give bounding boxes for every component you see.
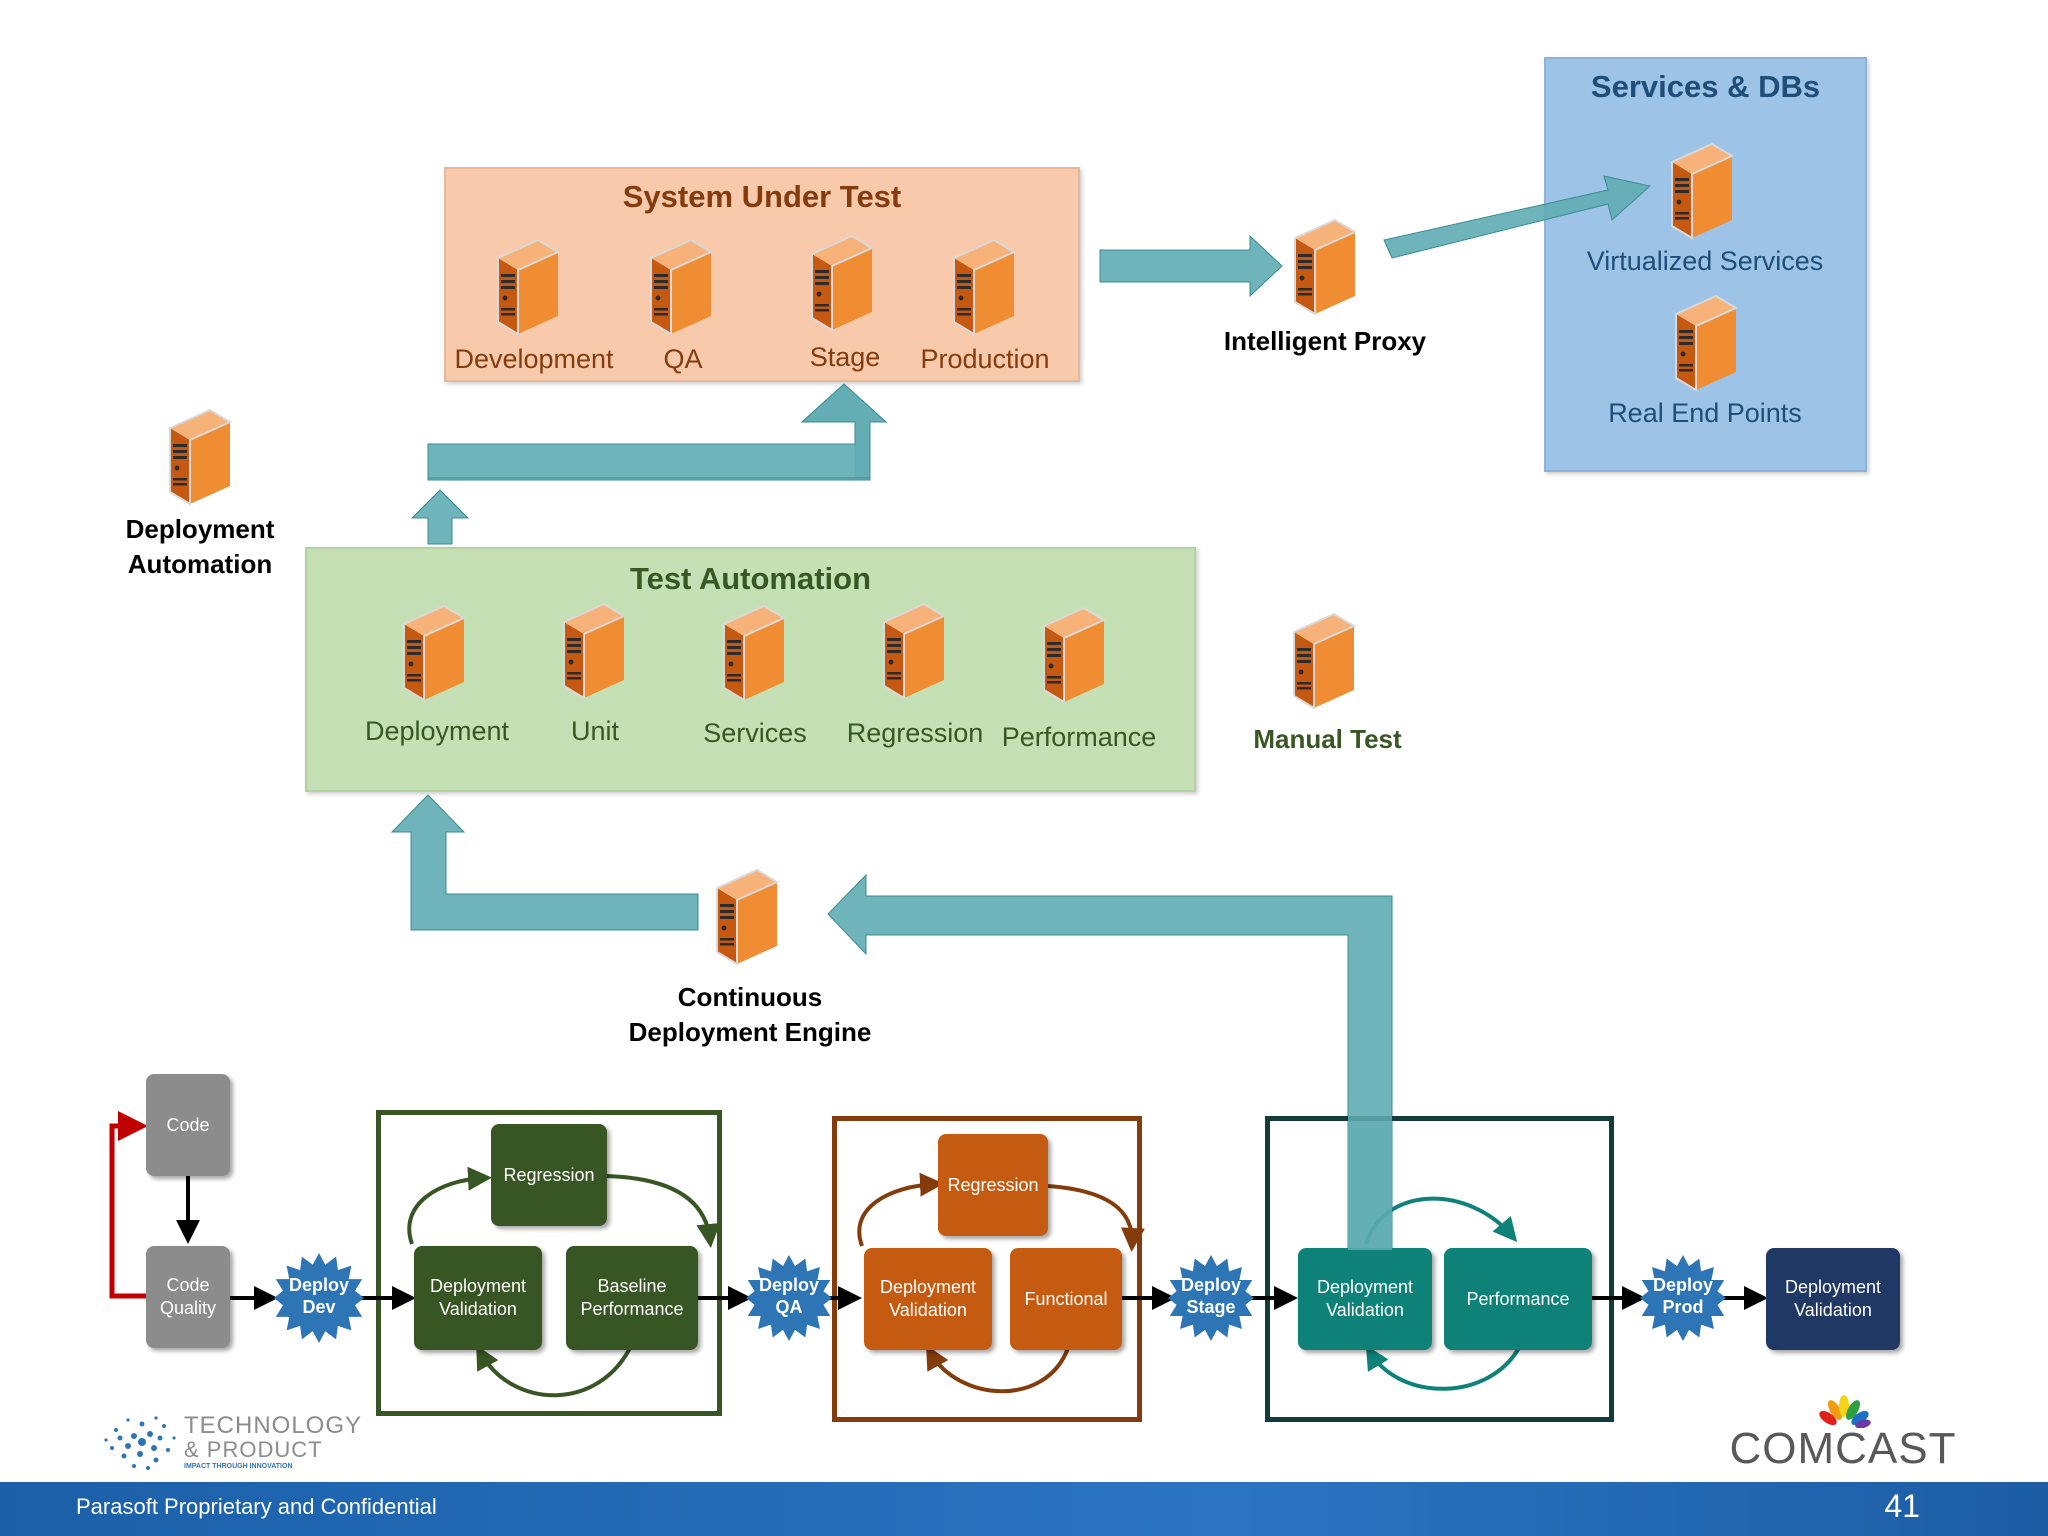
ta-item-performance: Performance — [1001, 722, 1157, 752]
sut-item-qa: QA — [663, 344, 703, 374]
deploy-stage-label: Deploy Stage — [1180, 1275, 1241, 1317]
qa-stage-frame — [832, 1116, 1142, 1422]
qa-deployment-validation-node: Deployment Validation — [864, 1248, 992, 1350]
stage-deployment-validation-node: Deployment Validation — [1298, 1248, 1432, 1350]
dev-deployment-validation-node: Deployment Validation — [414, 1246, 542, 1350]
manual-test-label: Manual Test — [1253, 724, 1402, 754]
test-automation-title: Test Automation — [629, 561, 872, 596]
qa-functional-node: Functional — [1010, 1248, 1122, 1350]
ta-item-regression: Regression — [846, 718, 984, 748]
virtualized-services-label: Virtualized Services — [1586, 246, 1824, 276]
arrow-cde-to-test — [390, 794, 699, 931]
ta-item-unit: Unit — [570, 716, 619, 746]
qa-regression-node: Regression — [938, 1134, 1048, 1236]
dev-regression-node: Regression — [491, 1124, 607, 1226]
page-number: 41 — [1884, 1488, 1920, 1524]
stage-to-cde-shaft — [1348, 1116, 1392, 1250]
services-title: Services & DBs — [1590, 69, 1821, 104]
arrow-proxy-to-services — [1383, 175, 1652, 259]
comcast-peacock-icon — [1819, 1395, 1871, 1428]
sut-title: System Under Test — [622, 179, 902, 214]
footer-bar: Parasoft Proprietary and Confidential 41 — [0, 1482, 2048, 1536]
ta-item-deployment: Deployment — [364, 716, 510, 746]
intelligent-proxy-label: Intelligent Proxy — [1223, 326, 1427, 356]
services-dbs-panel: Services & DBs — [1544, 57, 1867, 472]
sut-item-production: Production — [920, 344, 1050, 374]
arrow-sut-to-proxy — [1099, 234, 1283, 298]
dev-stage-frame — [376, 1110, 722, 1416]
arrow-up-small — [410, 489, 470, 545]
deploy-prod-label: Deploy Prod — [1652, 1275, 1713, 1317]
code-node: Code — [146, 1074, 230, 1176]
code-quality-node: Code Quality — [146, 1246, 230, 1348]
technology-product-logo-icon — [104, 1416, 176, 1470]
footer-confidential: Parasoft Proprietary and Confidential — [76, 1494, 437, 1519]
sut-item-development: Development — [454, 344, 614, 374]
pipeline-connectors — [109, 1111, 1768, 1398]
deploy-qa-label: Deploy QA — [758, 1275, 819, 1317]
prod-deployment-validation-node: Deployment Validation — [1766, 1248, 1900, 1350]
sut-item-stage: Stage — [809, 342, 881, 372]
deployment-automation-label: Deployment Automation — [125, 514, 275, 579]
flow-arrows — [390, 175, 1652, 1251]
stage-performance-node: Performance — [1444, 1248, 1592, 1350]
deploy-dev-label: Deploy Dev — [288, 1275, 349, 1317]
technology-product-logo: TECHNOLOGY & PRODUCT IMPACT THROUGH INNO… — [184, 1412, 363, 1471]
cde-label: Continuous Deployment Engine — [628, 982, 872, 1047]
stage-frame — [1265, 1116, 1614, 1422]
real-end-points-label: Real End Points — [1608, 398, 1802, 428]
comcast-logo: COMCAST — [1729, 1424, 1957, 1473]
dev-baseline-performance-node: Baseline Performance — [566, 1246, 698, 1350]
ta-item-services: Services — [703, 718, 807, 748]
